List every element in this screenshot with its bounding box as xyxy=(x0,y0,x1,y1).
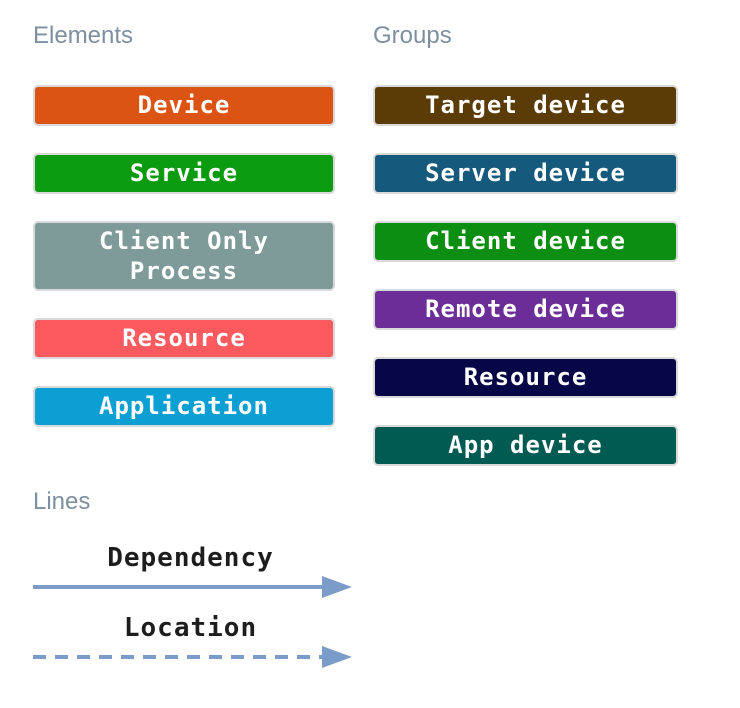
element-box-resource: Resource xyxy=(33,317,335,359)
group-box-remote-device: Remote device xyxy=(373,288,678,330)
element-box-device: Device xyxy=(33,84,335,126)
group-box-resource-label: Resource xyxy=(463,363,588,392)
group-box-client-device: Client device xyxy=(373,220,678,262)
groups-box-stack: Target device Server device Client devic… xyxy=(373,84,678,466)
element-box-service: Service xyxy=(33,152,335,194)
dependency-line xyxy=(33,575,352,599)
elements-box-stack: Device Service Client Only Process Resou… xyxy=(33,84,335,427)
element-box-application-label: Application xyxy=(99,392,269,421)
elements-section: Elements Device Service Client Only Proc… xyxy=(33,22,335,427)
element-box-application: Application xyxy=(33,385,335,427)
group-box-remote-device-label: Remote device xyxy=(425,295,626,324)
location-line-label: Location xyxy=(123,612,258,643)
groups-section-title: Groups xyxy=(373,22,452,49)
group-box-server-device-label: Server device xyxy=(425,159,626,188)
element-box-device-label: Device xyxy=(137,91,231,120)
element-box-client-only-process: Client Only Process xyxy=(33,220,335,291)
element-box-client-only-process-label: Client Only Process xyxy=(99,226,269,285)
lines-section-title: Lines xyxy=(33,488,91,515)
dependency-arrow-icon xyxy=(322,575,352,598)
location-arrow-icon xyxy=(322,645,352,668)
location-line xyxy=(33,645,352,669)
group-box-target-device-label: Target device xyxy=(425,91,626,120)
element-box-service-label: Service xyxy=(129,159,239,188)
group-box-app-device-label: App device xyxy=(448,431,603,460)
group-box-server-device: Server device xyxy=(373,152,678,194)
lines-section: Lines Dependency Location xyxy=(33,488,352,683)
group-box-resource: Resource xyxy=(373,356,678,398)
element-box-resource-label: Resource xyxy=(122,324,246,353)
group-box-app-device: App device xyxy=(373,424,678,466)
group-box-target-device: Target device xyxy=(373,84,678,126)
dependency-line-row: Dependency xyxy=(33,542,352,599)
dependency-line-label: Dependency xyxy=(107,542,274,573)
location-line-stroke xyxy=(33,654,324,659)
group-box-client-device-label: Client device xyxy=(425,227,626,256)
elements-section-title: Elements xyxy=(33,22,134,49)
location-line-row: Location xyxy=(33,612,352,669)
dependency-line-stroke xyxy=(33,584,324,589)
groups-section: Groups Target device Server device Clien… xyxy=(373,22,678,466)
